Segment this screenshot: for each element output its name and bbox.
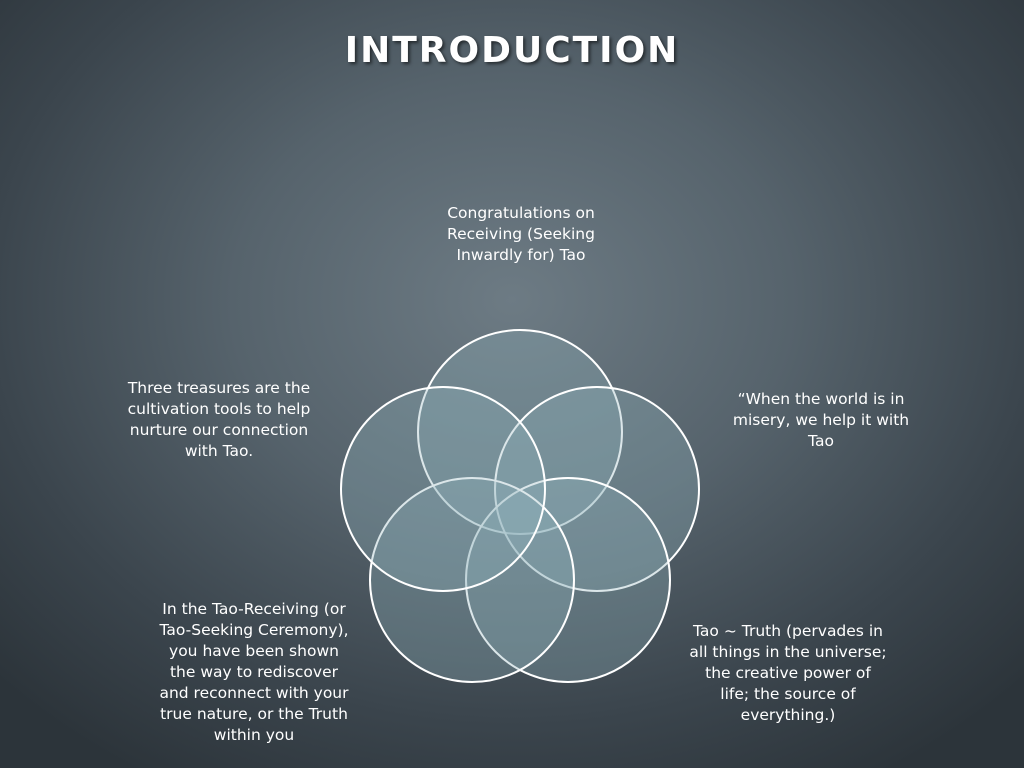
node-label-bottom-left: In the Tao-Receiving (or Tao-Seeking Cer… [159,600,349,744]
node-label-right: “When the world is in misery, we help it… [732,390,910,450]
venn-circle-top [417,329,623,535]
venn-circle-bottom-right [465,477,671,683]
venn-circle-right [494,386,700,592]
venn-circle-left [340,386,546,592]
venn-circles [340,329,700,683]
venn-circle-bottom-left [369,477,575,683]
node-label-left: Three treasures are the cultivation tool… [127,379,311,460]
node-label-top: Congratulations on Receiving (Seeking In… [447,204,595,264]
slide-title: INTRODUCTION [344,30,680,71]
node-label-bottom-right: Tao ~ Truth (pervades in all things in t… [689,622,887,724]
